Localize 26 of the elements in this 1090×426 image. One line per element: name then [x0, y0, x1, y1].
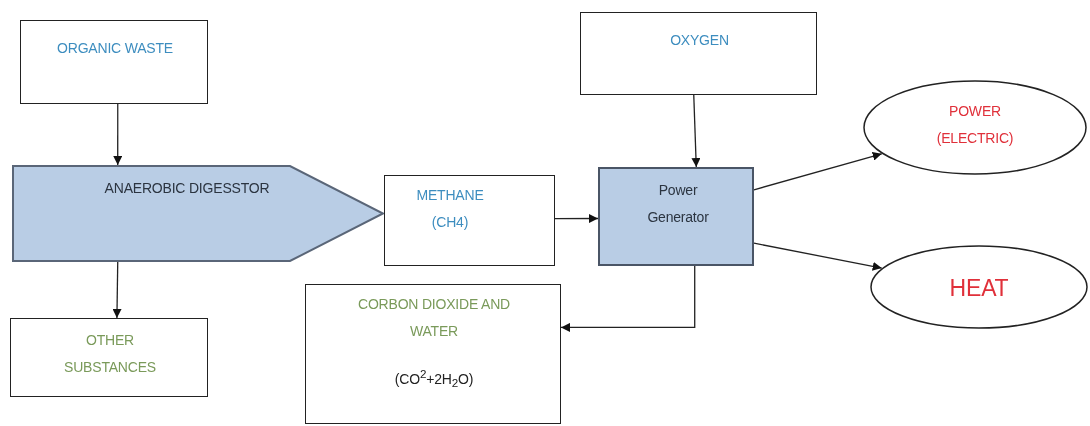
arrow [113, 103, 123, 166]
arrow [554, 214, 599, 223]
node-label: OXYGEN [669, 31, 730, 50]
node-label: CORBON DIOXIDE AND WATER [357, 295, 511, 341]
node-label: (CO$^{2}$+2H$_{2}$O) [393, 366, 475, 392]
output-ellipse [870, 245, 1088, 329]
node-label: ORGANIC WASTE [56, 39, 174, 58]
arrow [753, 242, 883, 271]
input-box [580, 12, 817, 95]
node-label: HEAT [948, 274, 1010, 303]
node-label: POWER (ELECTRIC) [935, 102, 1015, 148]
node-label: ANAEROBIC DIGESSTOR [103, 179, 271, 198]
process-box [598, 167, 754, 266]
output-ellipse [863, 80, 1087, 175]
arrow [753, 151, 883, 191]
arrow [560, 265, 696, 332]
node-label: METHANE (CH4) [415, 186, 485, 232]
product-box [384, 175, 555, 266]
node-label: Power Generator [646, 181, 710, 227]
byproduct-box [305, 284, 561, 424]
arrow [691, 94, 701, 168]
input-box [20, 20, 208, 104]
byproduct-box [10, 318, 208, 397]
arrow [112, 261, 122, 319]
node-label: OTHER SUBSTANCES [63, 331, 157, 377]
digester-shape [12, 165, 383, 262]
